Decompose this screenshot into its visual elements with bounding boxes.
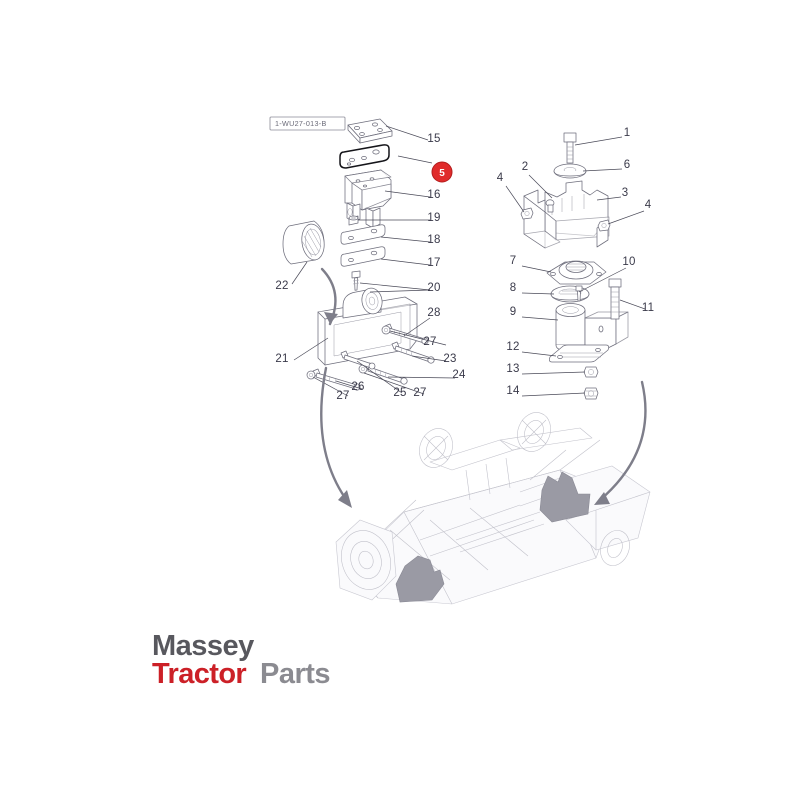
right-assembly-group <box>520 132 629 400</box>
callout-number-13: 13 <box>506 363 519 375</box>
part-14-nut <box>583 387 599 400</box>
callout-number-15: 15 <box>427 133 440 145</box>
chassis-left-hub <box>419 428 453 468</box>
callout-number-2: 2 <box>522 161 529 173</box>
callout-number-27: 27 <box>336 390 349 402</box>
callout-number-4: 4 <box>645 199 652 211</box>
bolt-group-23 <box>391 341 435 364</box>
part-10-stud <box>575 285 583 302</box>
callout-number-17: 17 <box>427 257 440 269</box>
callout-number-8: 8 <box>510 282 517 294</box>
left-assembly-group <box>282 118 435 391</box>
part-20-stud-bolt <box>351 270 361 291</box>
part-18-shim-plate <box>340 224 386 245</box>
callout-number-6: 6 <box>624 159 631 171</box>
drawing-reference-text: 1-WU27-013-B <box>275 119 327 128</box>
logo-parts-text: Parts <box>260 658 330 690</box>
callout-number-12: 12 <box>506 341 519 353</box>
callout-number-27: 27 <box>423 336 436 348</box>
callout-number-3: 3 <box>622 187 629 199</box>
chassis-highlight-right-mount <box>539 471 591 523</box>
assembly-arrows <box>320 267 647 508</box>
chassis-right-hub <box>517 412 551 452</box>
part-8-damper-disc <box>550 285 590 303</box>
part-19-spacer <box>348 215 359 226</box>
part-7-flange-plate <box>546 260 607 285</box>
callout-number-22: 22 <box>275 280 288 292</box>
highlight-badge-label: 5 <box>439 168 445 179</box>
callout-numbers-layer: 1234467891011121314151617181920212223242… <box>275 127 654 402</box>
highlight-badge-5[interactable]: 5 <box>431 161 453 183</box>
callout-number-24: 24 <box>452 369 466 381</box>
callout-number-20: 20 <box>427 282 440 294</box>
arrow-bracket-to-chassis-left <box>320 366 350 504</box>
part-1-hex-bolt <box>563 132 577 164</box>
drawing-reference-box: 1-WU27-013-B <box>269 116 346 131</box>
callout-number-27: 27 <box>413 387 426 399</box>
washer-27-c <box>381 325 391 335</box>
part-15-plate <box>347 118 393 144</box>
part-2-small-bolt <box>545 199 555 213</box>
callout-number-28: 28 <box>427 307 440 319</box>
logo-tractor-text: Tractor <box>152 658 246 690</box>
callout-number-18: 18 <box>427 234 440 246</box>
arrow-head-left-mount <box>338 490 352 508</box>
callout-number-11: 11 <box>642 302 654 314</box>
callout-number-14: 14 <box>506 385 520 397</box>
part-5-gasket-plate <box>339 144 390 169</box>
callout-number-7: 7 <box>510 255 517 267</box>
callout-number-16: 16 <box>427 189 440 201</box>
callout-number-26: 26 <box>351 381 364 393</box>
callout-number-10: 10 <box>622 256 635 268</box>
callout-number-19: 19 <box>427 212 440 224</box>
callout-number-1: 1 <box>624 127 631 139</box>
part-4-nut-left <box>520 207 534 220</box>
leader-lines-group <box>291 125 646 397</box>
part-12-gasket-plate <box>548 344 610 363</box>
chassis-illustration <box>335 412 651 605</box>
part-3-support-yoke <box>523 180 610 249</box>
part-4-nut-right <box>597 219 611 232</box>
callout-number-9: 9 <box>510 306 517 318</box>
part-17-shim-plate <box>340 246 386 267</box>
chassis-highlight-left-mount <box>395 555 445 603</box>
callout-number-25: 25 <box>393 387 406 399</box>
arrow-head-right-mount <box>594 492 610 505</box>
part-13-washer <box>583 366 599 378</box>
logo-massey-text: Massey <box>152 630 254 662</box>
callout-number-21: 21 <box>275 353 288 365</box>
part-22-bushing <box>282 220 325 265</box>
arrow-bracket-to-chassis-right <box>598 380 647 502</box>
chassis-right-stub <box>600 530 630 566</box>
massey-tractor-parts-logo: Massey Tractor Parts <box>152 630 331 690</box>
callout-number-4: 4 <box>497 172 504 184</box>
arrow-head-22 <box>324 312 338 324</box>
callout-number-23: 23 <box>443 353 456 365</box>
part-11-long-bolt <box>608 278 622 320</box>
part-21-bracket-plate <box>317 287 418 366</box>
part-6-washer <box>553 163 587 179</box>
